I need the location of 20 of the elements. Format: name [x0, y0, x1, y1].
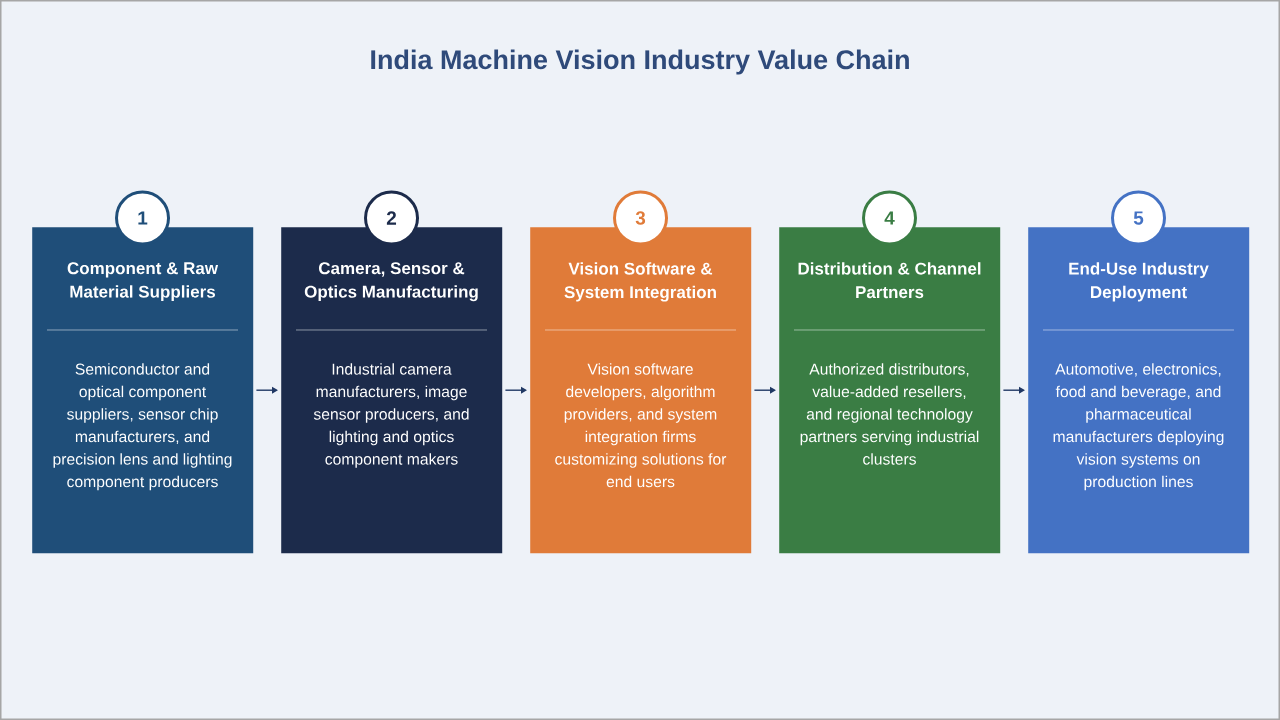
step-box — [1028, 227, 1250, 554]
arrow — [255, 386, 278, 394]
step-title: End-Use Industry Deployment — [1069, 262, 1209, 302]
step-description: Automotive, electronics, food and beverage, and pharmaceutical manufacturers deploying vision systems on production lines — [1053, 363, 1224, 491]
step-box — [530, 227, 752, 554]
step-title: Vision Software & System Integration — [564, 262, 716, 302]
step-description: Semiconductor and optical component suppliers, sensor chip manufacturers, and precision lens and lighting component producers — [53, 363, 232, 491]
step-title: Distribution & Channel Partners — [798, 262, 981, 299]
step-description: Authorized distributors, value-added resellers, and regional technology partners serving industrial clusters — [800, 363, 979, 465]
step-box — [281, 227, 503, 554]
step-title: Component & Raw Material Suppliers — [67, 262, 219, 302]
step-box — [32, 227, 254, 554]
title: India Machine Vision Industry Value Chain — [371, 49, 909, 75]
arrow — [504, 386, 527, 394]
step-title: Camera, Sensor & Optics Manufacturing — [304, 262, 478, 302]
step-description: Vision software developers, algorithm providers, and system integration firms customizing solutions for end users — [555, 363, 727, 488]
step-description: Industrial camera manufacturers, image sensor producers, and lighting and optics component makers — [313, 363, 469, 468]
arrow — [753, 386, 776, 394]
arrow — [1002, 386, 1025, 394]
step-box — [779, 227, 1001, 554]
